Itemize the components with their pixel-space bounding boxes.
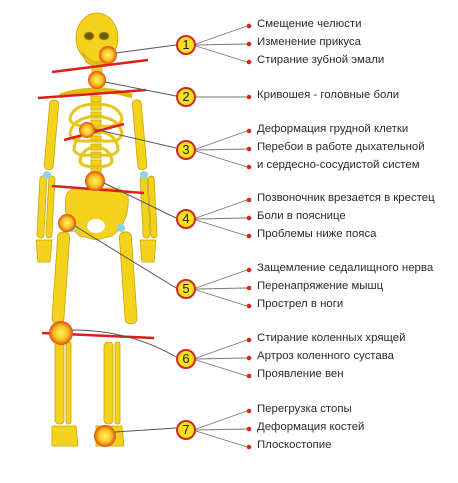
left-arm (35, 99, 60, 263)
leader-line-7 (114, 427, 177, 433)
hotspot-hip (58, 214, 76, 232)
marker-7: 7 (176, 420, 196, 440)
left-leg (51, 231, 79, 447)
leader-line-6 (71, 329, 177, 358)
label-5-1: Защемление седалищного нерва (257, 262, 434, 274)
label-6-3: Проявление вен (257, 368, 344, 380)
hotspot-neck (88, 71, 106, 89)
marker-4: 4 (176, 209, 196, 229)
leader-line-5 (74, 225, 177, 289)
marker-6: 6 (176, 349, 196, 369)
fan-lines (195, 25, 248, 448)
pain-hotspots (49, 46, 117, 447)
label-1-2: Изменение прикуса (257, 36, 361, 48)
marker-5: 5 (176, 279, 196, 299)
leader-line-3 (93, 128, 177, 149)
leader-line-2 (104, 81, 177, 97)
skeleton-figure (35, 12, 158, 447)
hotspot-jaw (99, 46, 117, 64)
label-4-2: Боли в пояснице (257, 210, 346, 222)
label-7-2: Деформация костей (257, 421, 365, 433)
right-hip-joint (117, 224, 125, 232)
marker-3: 3 (176, 140, 196, 160)
head-tilt-line (51, 58, 149, 74)
right-leg (95, 231, 138, 447)
hotspot-foot (94, 425, 116, 447)
left-elbow-joint (43, 171, 51, 179)
leader-lines (71, 44, 177, 433)
label-4-3: Проблемы ниже пояса (257, 228, 377, 240)
pelvic-opening (87, 219, 105, 233)
bullets (246, 23, 252, 450)
leader-line-1 (115, 44, 177, 54)
hotspot-left-knee (49, 321, 73, 345)
marker-1: 1 (176, 35, 196, 55)
right-elbow-joint (140, 171, 148, 179)
label-7-1: Перегрузка стопы (257, 403, 352, 415)
clavicles (59, 87, 133, 99)
label-5-2: Перенапряжение мышц (257, 280, 384, 292)
label-4-1: Позвоночник врезается в крестец (257, 192, 435, 204)
label-6-1: Стирание коленных хрящей (257, 332, 406, 344)
label-3-1: Деформация грудной клетки (257, 123, 409, 135)
label-3-2: Перебои в работе дыхательной (257, 141, 425, 153)
label-5-3: Прострел в ноги (257, 298, 344, 310)
hotspot-chest (79, 122, 95, 138)
label-1-3: Стирание зубной эмали (257, 54, 385, 66)
label-7-3: Плоскостопие (257, 439, 332, 451)
leader-line-4 (103, 182, 177, 219)
right-arm (131, 99, 158, 263)
label-1-1: Смещение челюсти (257, 18, 362, 30)
right-eye-socket (98, 31, 110, 41)
label-2-1: Кривошея - головные боли (257, 89, 400, 101)
left-eye-socket (83, 31, 95, 41)
shoulder-tilt-line (37, 88, 147, 100)
marker-2: 2 (176, 87, 196, 107)
label-3-3: и сердесно-сосудистой систем (257, 159, 420, 171)
ribcage (68, 102, 124, 168)
hotspot-lumbar (85, 171, 105, 191)
label-6-2: Артроз коленного сустава (257, 350, 394, 362)
